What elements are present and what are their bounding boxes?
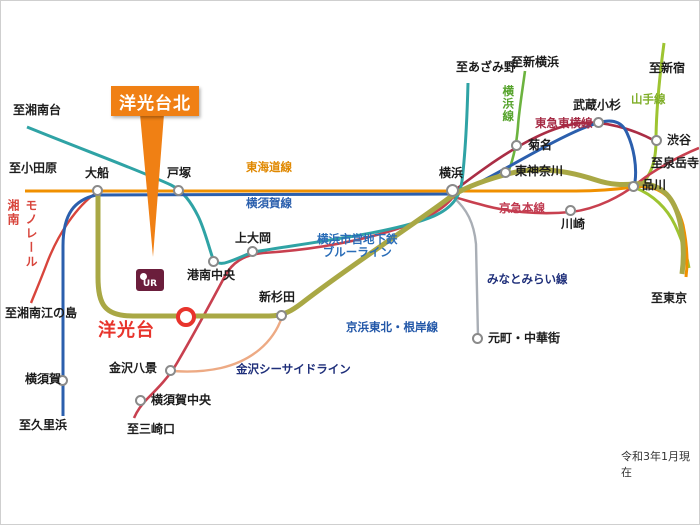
station-dot-ofuna — [92, 185, 103, 196]
ur-logo: UR — [136, 269, 164, 291]
station-dot-musashi-kosugi — [593, 117, 604, 128]
station-dot-shibuya — [651, 135, 662, 146]
station-dot-kawasaki — [565, 205, 576, 216]
line-label-yokosuka: 横須賀線 — [246, 196, 292, 210]
station-label-kawasaki: 川崎 — [561, 217, 586, 231]
station-label-motomachi-chukagai: 元町・中華街 — [488, 331, 561, 345]
seaside-line — [172, 316, 284, 373]
line-label-blue-line-row2: ブルーライン — [322, 245, 392, 260]
station-dot-higashi-kanagawa — [500, 167, 511, 178]
station-label-ofuna: 大船 — [85, 166, 110, 180]
endpoint-label-sengakuji: 至泉岳寺 — [651, 156, 700, 170]
endpoint-label-misakiguchi: 至三崎口 — [127, 422, 176, 436]
line-label-tokaido: 東海道線 — [246, 160, 292, 174]
station-dot-yokosuka — [57, 375, 68, 386]
endpoint-label-kurihama: 至久里浜 — [19, 418, 68, 432]
endpoint-label-shinjuku: 至新宿 — [649, 61, 686, 75]
station-label-shinagawa: 品川 — [642, 178, 667, 192]
station-dot-konan-chuo — [208, 256, 219, 267]
station-dot-yokosuka-chuo — [135, 395, 146, 406]
line-label-monorail-col1: 湘南 — [6, 199, 20, 227]
endpoint-label-shin-yokohama: 至新横浜 — [511, 55, 560, 69]
line-label-keikyu: 京急本線 — [499, 201, 545, 215]
station-label-totsuka: 戸塚 — [167, 166, 192, 180]
line-label-blue-line-row1: 横浜市営地下鉄 — [317, 232, 398, 246]
station-label-yokohama: 横浜 — [439, 166, 464, 180]
station-dot-totsuka — [173, 185, 184, 196]
line-label-shonan-monorail: 湘南 モノレール — [5, 199, 40, 269]
line-label-yokohama-line: 横浜線 — [501, 85, 516, 123]
line-label-minatomirai: みなとみらい線 — [487, 272, 568, 286]
yokosuka-line — [61, 119, 638, 416]
line-label-blue-line: 横浜市営地下鉄 ブルーライン — [317, 232, 398, 260]
yokodai-kita-callout: 洋光台北 — [111, 86, 199, 116]
station-label-shin-sugita: 新杉田 — [259, 290, 296, 304]
station-dot-yokohama — [446, 184, 459, 197]
line-label-keihin-tohoku-negishi: 京浜東北・根岸線 — [346, 320, 438, 334]
station-dot-kikuna — [511, 140, 522, 151]
station-label-yokosuka-chuo: 横須賀中央 — [151, 393, 212, 407]
endpoint-label-azamino: 至あざみ野 — [456, 60, 517, 74]
station-dot-motomachi-chukagai — [472, 333, 483, 344]
minatomirai-line — [452, 196, 480, 338]
endpoint-label-shonan-enoshima: 至湘南江の島 — [5, 306, 78, 320]
station-label-yokosuka: 横須賀 — [25, 372, 62, 386]
endpoint-label-tokyo: 至東京 — [651, 291, 688, 305]
callout-pointer — [140, 114, 164, 257]
station-dot-kamiooka — [247, 246, 258, 257]
station-dot-shin-sugita — [276, 310, 287, 321]
endpoint-label-shonandai: 至湘南台 — [13, 103, 62, 117]
date-note: 令和3年1月現在 — [621, 450, 690, 479]
line-label-toyoko: 東急東横線 — [535, 116, 593, 130]
station-label-kikuna: 菊名 — [528, 138, 553, 152]
yokodai-station-label: 洋光台 — [98, 320, 155, 341]
station-label-kamiooka: 上大岡 — [235, 231, 272, 245]
endpoint-label-odawara: 至小田原 — [9, 161, 58, 175]
station-dot-shinagawa — [628, 181, 639, 192]
yokodai-station-marker — [176, 307, 196, 327]
station-label-konan-chuo: 港南中央 — [187, 268, 236, 282]
yokohama-line — [507, 70, 527, 171]
line-label-seaside: 金沢シーサイドライン — [236, 362, 351, 376]
station-dot-kanazawa-hakkei — [165, 365, 176, 376]
station-label-musashi-kosugi: 武蔵小杉 — [573, 98, 622, 112]
station-label-kanazawa-hakkei: 金沢八景 — [109, 361, 158, 375]
line-label-monorail-col2: モノレール — [24, 199, 38, 269]
shonan-monorail-line — [29, 192, 97, 304]
station-label-shibuya: 渋谷 — [667, 133, 692, 147]
line-label-yamanote: 山手線 — [631, 92, 666, 106]
station-label-higashi-kanagawa: 東神奈川 — [515, 164, 564, 178]
